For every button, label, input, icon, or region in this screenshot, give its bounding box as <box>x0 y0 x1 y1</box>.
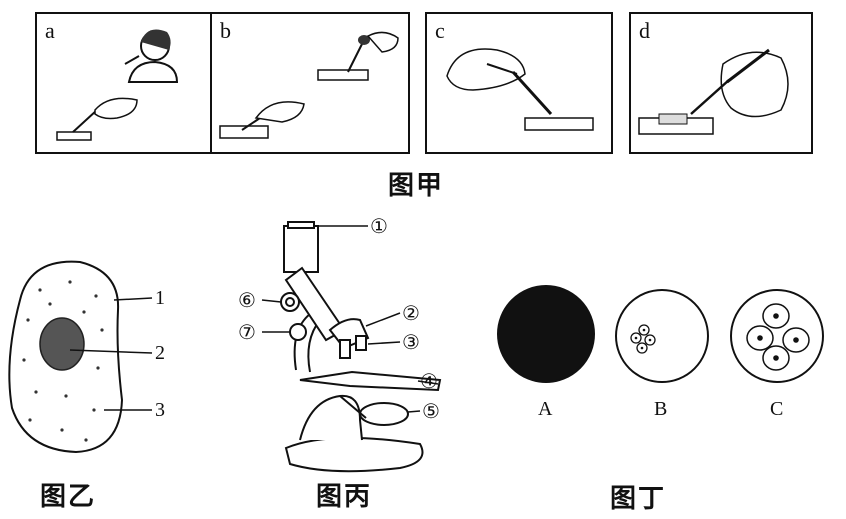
microscope-label-7: ⑦ <box>238 322 256 344</box>
microscope-label-2: ② <box>402 303 420 325</box>
microscope-label-3: ③ <box>402 332 420 354</box>
large-nuclei-c <box>757 313 799 361</box>
cell-label-3: 3 <box>155 399 165 421</box>
field-label-a: A <box>538 398 553 420</box>
panel-b-illustration <box>219 31 399 139</box>
figure-ding-caption: 图丁 <box>610 484 667 513</box>
figure-yi-caption: 图乙 <box>40 482 97 511</box>
large-cells-c <box>746 303 810 371</box>
panel-a-illustration <box>56 29 179 141</box>
microscope-label-5: ⑤ <box>422 401 440 423</box>
field-of-view-b <box>615 289 709 383</box>
cell-nucleus <box>39 317 85 371</box>
panel-letter: c <box>435 18 445 43</box>
panel-letter: b <box>220 18 231 43</box>
field-label-c: C <box>770 398 784 420</box>
panel-c-illustration <box>446 48 594 131</box>
cell-label-1: 1 <box>155 287 165 309</box>
leader-line-circ2 <box>365 312 401 327</box>
panel-d-illustration <box>638 48 789 135</box>
field-of-view-c <box>730 289 824 383</box>
cell-membrane <box>8 260 124 454</box>
field-label-b: B <box>654 398 668 420</box>
panel-a: a <box>35 12 215 154</box>
panel-d: d <box>629 12 813 154</box>
microscope-label-1: ① <box>370 216 388 238</box>
small-nuclei-b <box>634 328 652 350</box>
leader-line-2 <box>69 349 153 354</box>
panel-b: b <box>210 12 410 154</box>
leader-line-1 <box>113 297 153 301</box>
panel-c: c <box>425 12 613 154</box>
cell-label-2: 2 <box>155 342 165 364</box>
leader-line-circ3 <box>367 341 401 345</box>
panel-letter: d <box>639 18 650 43</box>
figure-bing-caption: 图丙 <box>316 482 373 511</box>
small-cells-b <box>630 324 656 354</box>
leader-line-circ5 <box>407 410 421 413</box>
panel-letter: a <box>45 18 55 43</box>
leader-line-circ6 <box>261 299 282 303</box>
cytoplasm-dots <box>22 280 104 442</box>
microscope-label-6: ⑥ <box>238 290 256 312</box>
field-of-view-a <box>497 285 595 383</box>
figure-jia-caption: 图甲 <box>388 171 445 200</box>
microscope-label-4: ④ <box>420 371 438 393</box>
